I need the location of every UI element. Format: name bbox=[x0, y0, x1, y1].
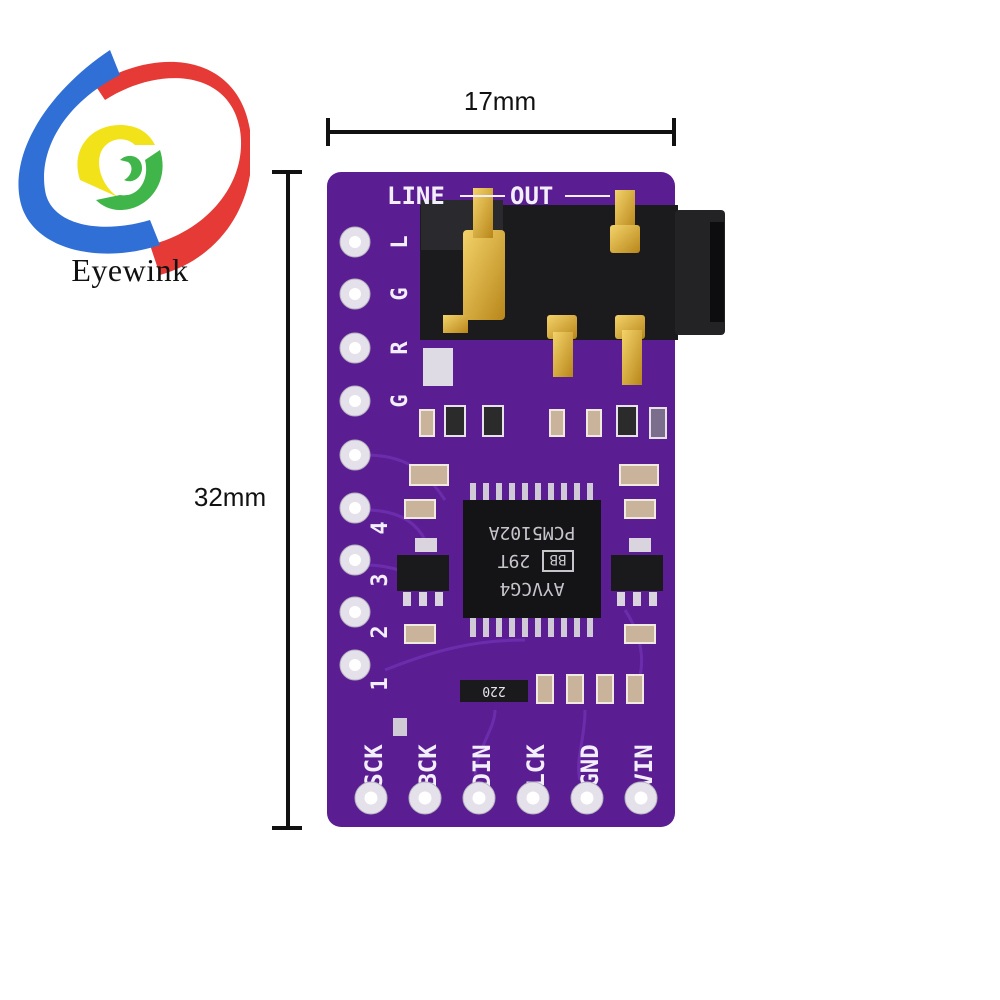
brand-name: Eyewink bbox=[71, 252, 189, 288]
jack-pad-left bbox=[463, 230, 505, 320]
pin-label-sck: SCK bbox=[360, 744, 388, 788]
pin-label-bck: BCK bbox=[414, 744, 442, 788]
line-label: LINE bbox=[387, 182, 445, 210]
side-number-4: 4 bbox=[368, 521, 393, 534]
height-label: 32mm bbox=[193, 482, 267, 512]
pcb-board: LINE OUT L G R G 4 3 2 1 bbox=[327, 172, 725, 827]
pin-label-din: DIN bbox=[468, 744, 496, 787]
side-label-g1: G bbox=[388, 287, 413, 300]
chip-logo: BB bbox=[550, 551, 567, 567]
out-label: OUT bbox=[510, 182, 553, 210]
pcm5102a-chip: AYVCG4 29T BB PCM5102A bbox=[463, 483, 601, 637]
pin-label-gnd: GND bbox=[576, 744, 604, 787]
side-number-2: 2 bbox=[368, 625, 393, 638]
eyewink-logo-icon bbox=[18, 50, 250, 275]
pin-label-vin: VIN bbox=[630, 744, 658, 787]
side-number-1: 1 bbox=[368, 677, 393, 690]
side-label-g2: G bbox=[388, 394, 413, 407]
chip-line-2: 29T bbox=[498, 550, 531, 571]
chip-line-3: PCM5102A bbox=[488, 522, 575, 543]
side-label-r: R bbox=[388, 341, 413, 355]
pin-label-lck: LCK bbox=[522, 744, 550, 788]
chip-line-1: AYVCG4 bbox=[499, 578, 564, 599]
smd-components: 220 bbox=[393, 405, 667, 736]
width-label: 17mm bbox=[463, 86, 537, 116]
side-number-3: 3 bbox=[368, 573, 393, 586]
side-label-l: L bbox=[388, 235, 413, 248]
resistor-label: 220 bbox=[482, 683, 505, 698]
bottom-header-pins bbox=[354, 781, 658, 815]
